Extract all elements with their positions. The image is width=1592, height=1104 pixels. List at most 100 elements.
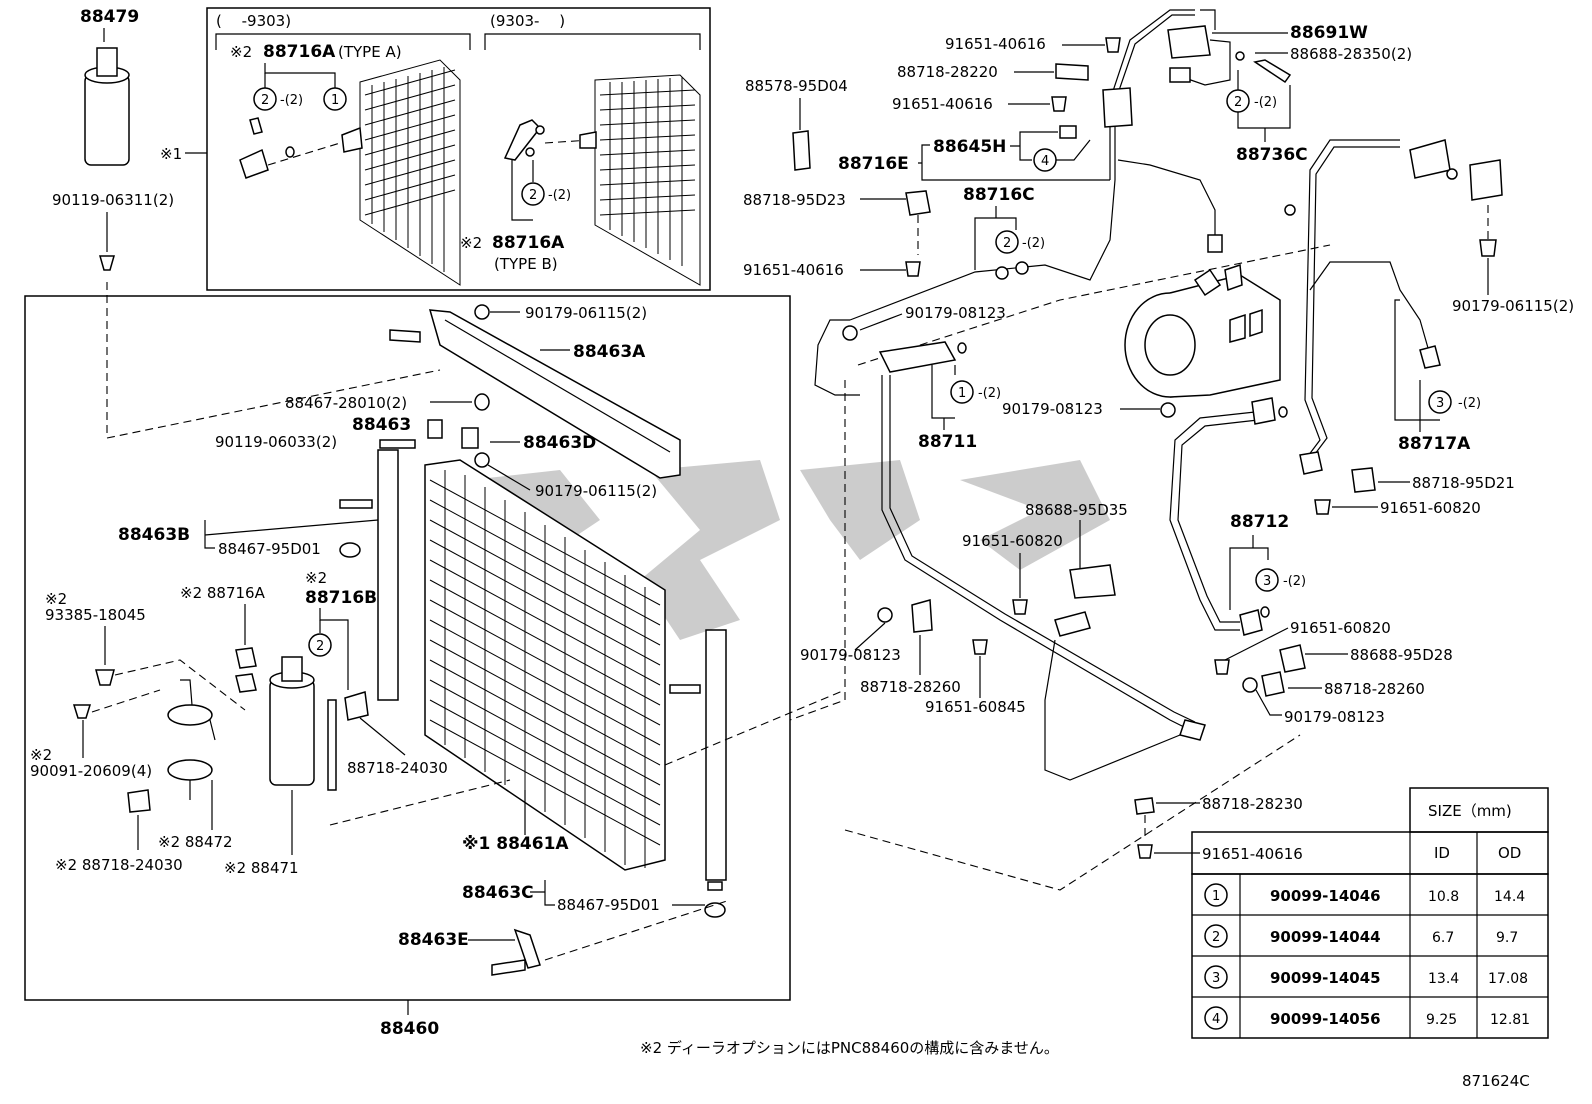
main-assembly-box: 88460 90179-06115(2) 88463A 88467-28010(… — [24, 282, 791, 1039]
seal-tag-2d: 2 — [1234, 95, 1242, 110]
table-row-part: 90099-14045 — [1270, 969, 1381, 987]
label-90091-20609: 90091-20609(4) — [30, 762, 152, 780]
table-header-size: SIZE（mm) — [1428, 802, 1512, 820]
label-88467-95D01-a: 88467-95D01 — [218, 540, 321, 558]
label-88463: 88463 — [352, 415, 411, 435]
label-91651-40616-a: 91651-40616 — [945, 35, 1046, 53]
label-90179-06115-mid: 90179-06115(2) — [535, 482, 657, 500]
table-row-num: 1 — [1212, 889, 1220, 904]
table-row-num: 3 — [1212, 971, 1220, 986]
table-row: 3 90099-14045 13.4 17.08 — [1204, 965, 1528, 989]
seal-tag-qty-d: -(2) — [1254, 95, 1277, 110]
label-91651-60820-c: 91651-60820 — [1290, 619, 1391, 637]
condenser-core-88461A: ※1 88461A — [424, 459, 666, 871]
table-row-part: 90099-14056 — [1270, 1010, 1381, 1028]
label-88712: 88712 — [1230, 512, 1289, 532]
label-88467-95D01-b: 88467-95D01 — [557, 896, 660, 914]
inset-box: ( -9303) (9303- ) ※2 88716A (TYPE A) ※1 … — [160, 7, 711, 291]
type-b-note: ※2 — [460, 234, 482, 252]
label-88472: ※2 88472 — [158, 833, 233, 851]
figure-code: 871624C — [1462, 1072, 1530, 1090]
table-row: 1 90099-14046 10.8 14.4 — [1204, 883, 1525, 907]
table-row-od: 17.08 — [1488, 971, 1528, 987]
label-88471: ※2 88471 — [224, 859, 299, 877]
type-b-suffix: (TYPE B) — [494, 255, 558, 273]
label-91651-60820-a: 91651-60820 — [1380, 499, 1481, 517]
o-ring-table: SIZE（mm) ID OD 1 90099-14046 10.8 14.4 2… — [1191, 787, 1549, 1039]
seal-tag-1: 1 — [331, 93, 339, 108]
label-88460: 88460 — [380, 1019, 439, 1039]
label-88717A: 88717A — [1398, 434, 1471, 454]
label-93385-18045: 93385-18045 — [45, 606, 146, 624]
label-91651-40616-b: 91651-40616 — [892, 95, 993, 113]
label-88716B: 88716B — [305, 588, 377, 608]
table-row-part: 90099-14044 — [1270, 928, 1381, 946]
fitting-88716B: ※2 88716B 2 88718-24030 — [305, 569, 511, 826]
type-a-fitting: 2 -(2) 1 — [239, 63, 363, 179]
label-88578-95D04: 88578-95D04 — [745, 77, 848, 95]
inset-condenser-left — [359, 59, 461, 286]
table-row-id: 9.25 — [1426, 1012, 1457, 1028]
label-88463E: 88463E — [398, 930, 469, 950]
table-col-od: OD — [1498, 844, 1521, 862]
label-88716A-left: ※2 88716A — [180, 584, 266, 602]
type-b-part: 88716A — [492, 233, 565, 253]
label-88688-28350: 88688-28350(2) — [1290, 45, 1412, 63]
seal-tag-qty-h: -(2) — [1458, 396, 1481, 411]
label-91651-40616-c: 91651-40616 — [743, 261, 844, 279]
table-row-part: 90099-14046 — [1270, 887, 1381, 905]
receiver-88479: 88479 90119-06311(2) — [52, 7, 174, 271]
compressor — [1124, 263, 1281, 398]
label-90119-06311: 90119-06311(2) — [52, 191, 174, 209]
table-row-num: 2 — [1212, 930, 1220, 945]
label-88718-28260-a: 88718-28260 — [1324, 680, 1425, 698]
fitting-88716A-left: ※2 88716A — [180, 584, 266, 693]
label-88718-28230: 88718-28230 — [1202, 795, 1303, 813]
seal-tag-qty-e: -(2) — [1022, 236, 1045, 251]
label-90091-note: ※2 — [30, 746, 52, 764]
receiver-88471: ※2 88471 — [224, 656, 315, 877]
type-a-note: ※2 — [230, 43, 252, 61]
bracket-88463C: 88463C 88467-95D01 — [462, 629, 727, 918]
label-88718-95D23: 88718-95D23 — [743, 191, 846, 209]
label-88479: 88479 — [80, 7, 139, 27]
clamp-88472: ※2 93385-18045 ※2 90091-20609(4) ※2 8847… — [30, 590, 246, 874]
table-col-id: ID — [1434, 844, 1450, 862]
label-88718-24030-left: ※2 88718-24030 — [55, 856, 183, 874]
label-88716B-note: ※2 — [305, 569, 327, 587]
inset-condenser-right — [594, 74, 701, 286]
table-row: 4 90099-14056 9.25 12.81 — [1204, 1006, 1530, 1030]
label-91651-60845: 91651-60845 — [925, 698, 1026, 716]
table-row-od: 14.4 — [1494, 889, 1525, 905]
table-row-num: 4 — [1212, 1012, 1220, 1027]
label-88688-95D28: 88688-95D28 — [1350, 646, 1453, 664]
label-88463B: 88463B — [118, 525, 190, 545]
footnote: ※2 ディーラオプションにはPNC88460の構成に含みません。 — [640, 1039, 1059, 1057]
seal-tag-2: 2 — [261, 93, 269, 108]
table-row-id: 6.7 — [1432, 930, 1454, 946]
table-row-id: 13.4 — [1428, 971, 1459, 987]
label-90179-08123-d: 90179-08123 — [800, 646, 901, 664]
seal-tag-qty-b: -(2) — [548, 188, 571, 203]
label-88716C: 88716C — [963, 185, 1035, 205]
piping-right: 88578-95D04 91651-40616 88718-28220 9165… — [664, 9, 1574, 891]
inset-right-range: (9303- ) — [490, 12, 565, 30]
table-row-id: 10.8 — [1428, 889, 1459, 905]
label-88718-28260-b: 88718-28260 — [860, 678, 961, 696]
label-88736C: 88736C — [1236, 145, 1308, 165]
label-93385-note: ※2 — [45, 590, 67, 608]
label-88688-95D35: 88688-95D35 — [1025, 501, 1128, 519]
label-91651-60820-b: 91651-60820 — [962, 532, 1063, 550]
seal-tag-2c: 2 — [316, 639, 324, 654]
label-88718-24030: 88718-24030 — [347, 759, 448, 777]
type-b-fitting: 2 -(2) ※2 88716A (TYPE B) — [460, 119, 597, 273]
seal-tag-qty-f: -(2) — [978, 386, 1001, 401]
seal-tag-qty-g: -(2) — [1283, 574, 1306, 589]
table-row: 2 90099-14044 6.7 9.7 — [1204, 924, 1518, 948]
seal-tag-qty: -(2) — [280, 93, 303, 108]
label-90179-06115-right: 90179-06115(2) — [1452, 297, 1574, 315]
table-row-od: 12.81 — [1490, 1012, 1530, 1028]
label-88718-95D21: 88718-95D21 — [1412, 474, 1515, 492]
bracket-88463E: 88463E — [398, 899, 731, 976]
label-88463C: 88463C — [462, 883, 534, 903]
